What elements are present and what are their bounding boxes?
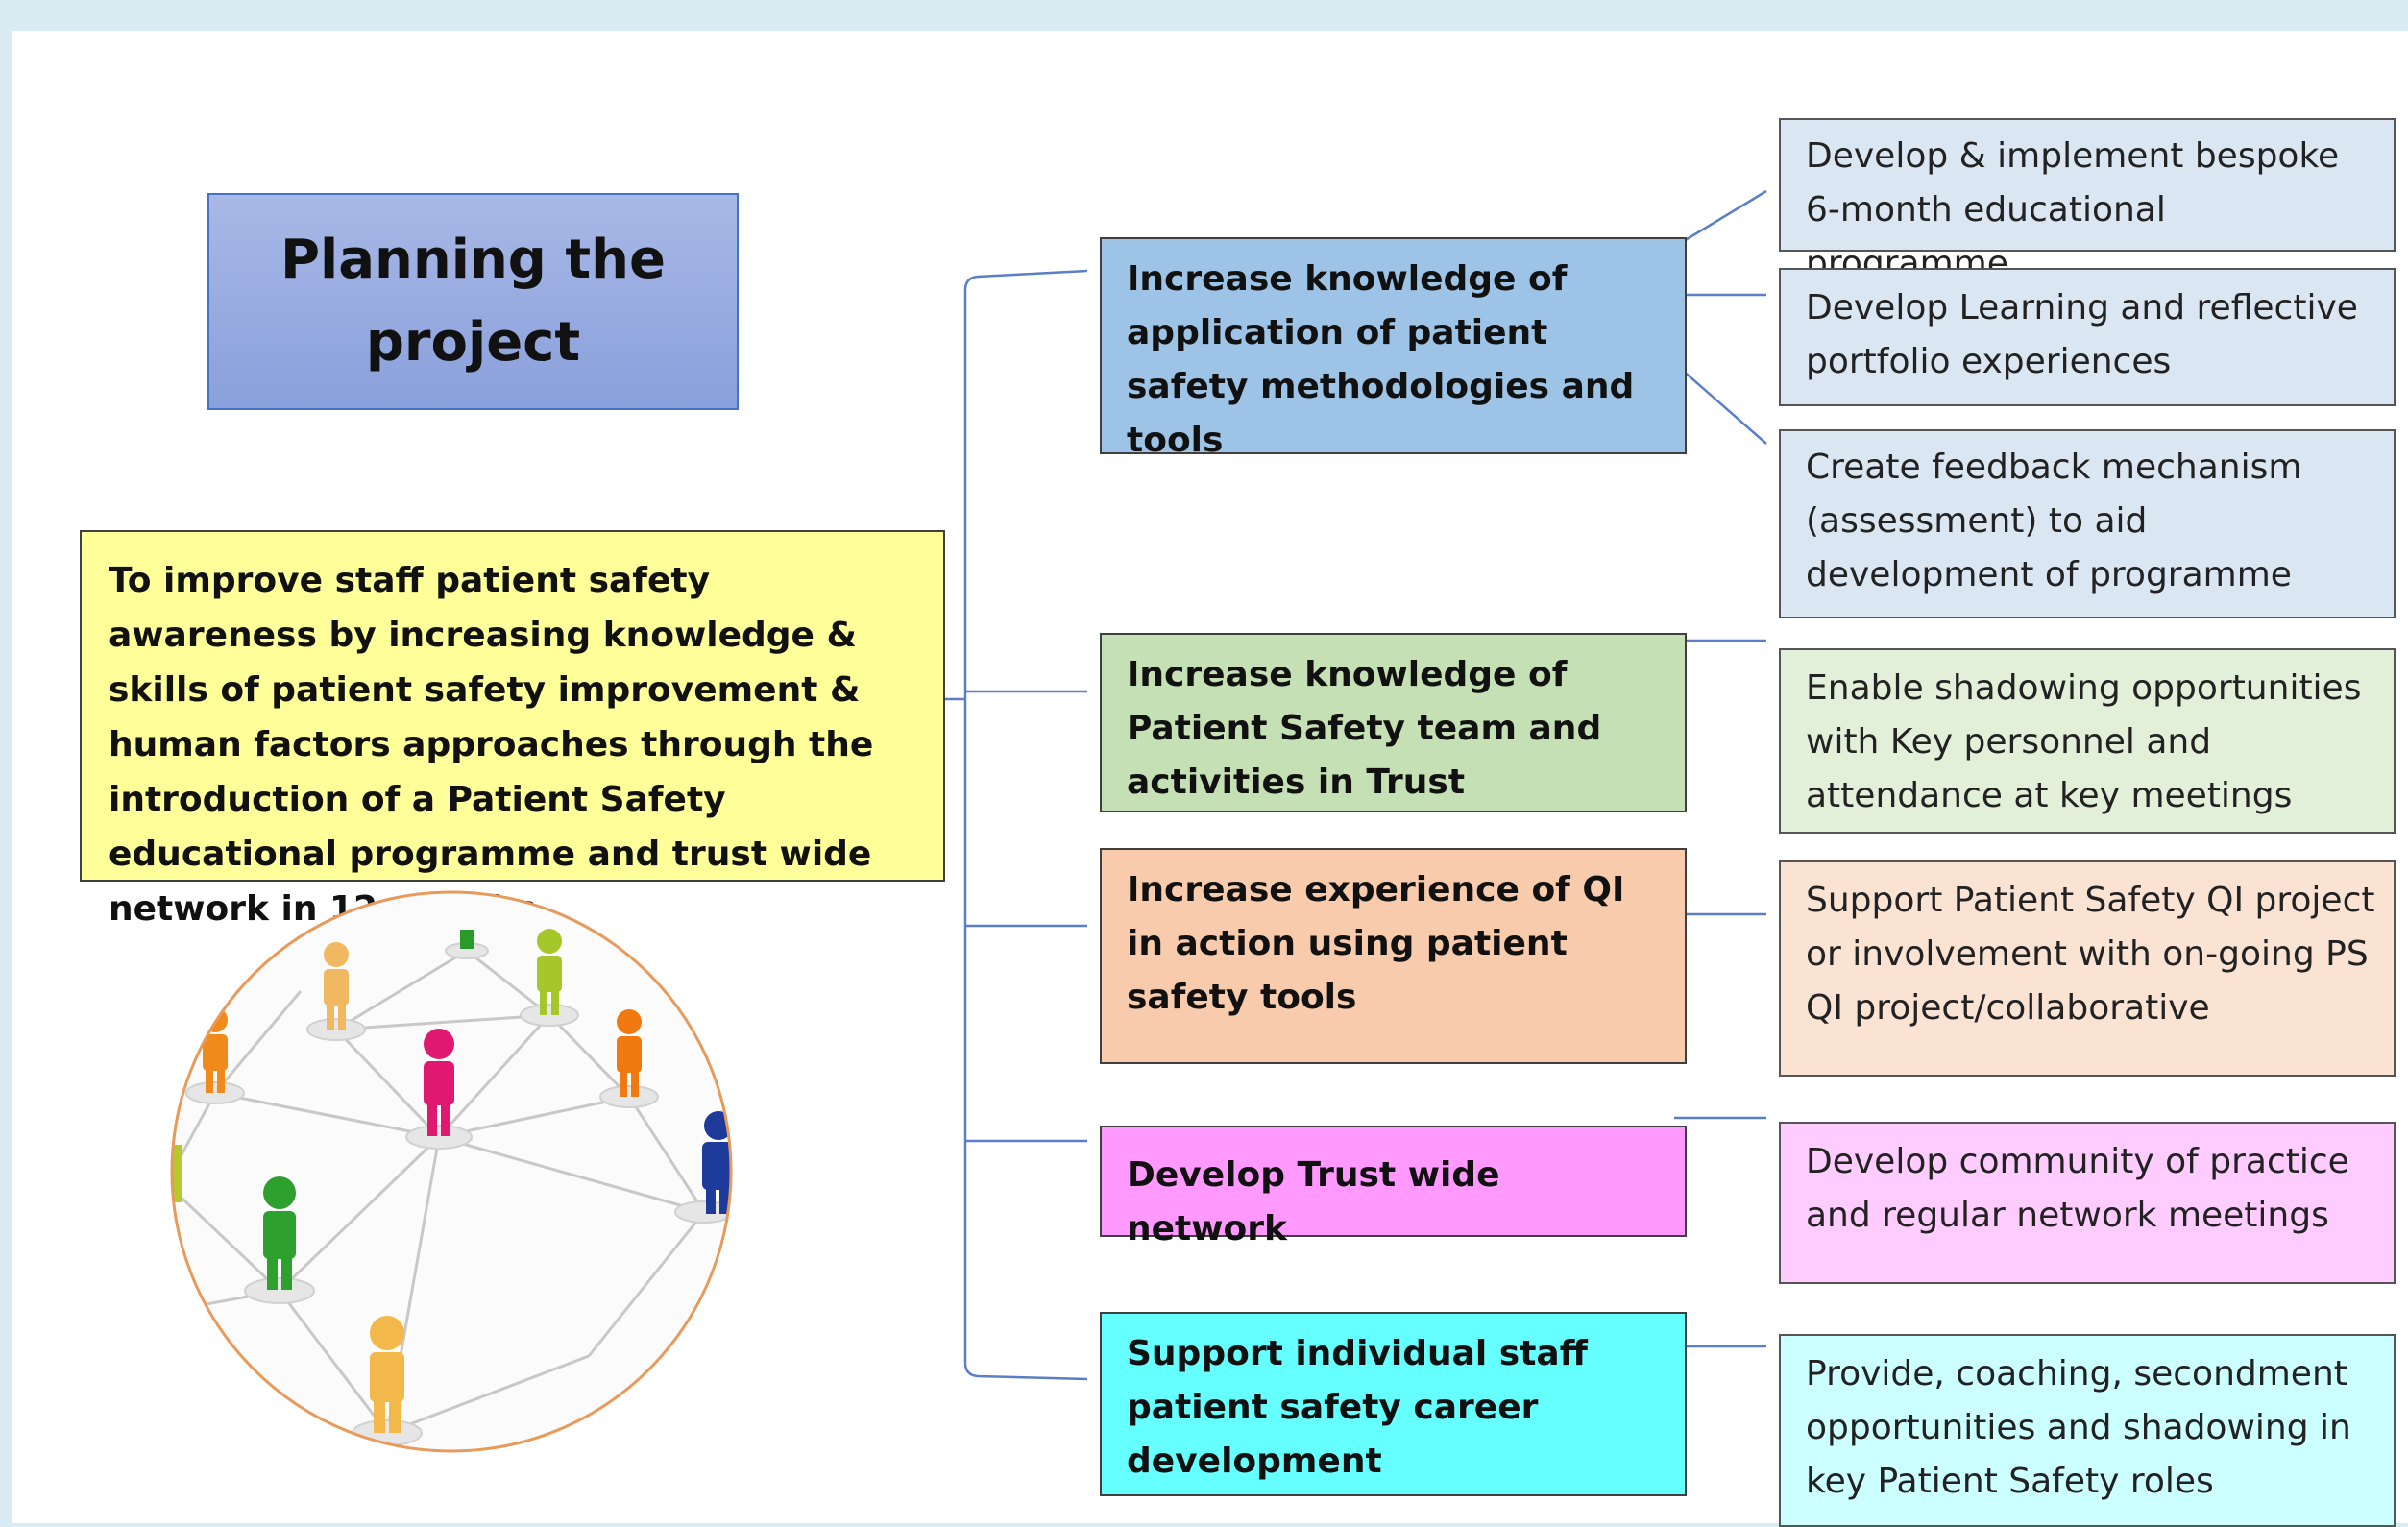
- diagram-title: Planning the project: [280, 229, 667, 374]
- objective-3-box: Increase experience of QI in action usin…: [1100, 848, 1687, 1064]
- action-1-box: Develop & implement bespoke 6-month educ…: [1779, 118, 2396, 283]
- action-5-text: Support Patient Safety QI project or inv…: [1806, 881, 2375, 1028]
- action-6-text: Develop community of practice and regula…: [1806, 1142, 2349, 1235]
- action-5-box: Support Patient Safety QI project or inv…: [1779, 860, 2396, 1077]
- action-2-text: Develop Learning and reflective portfoli…: [1806, 288, 2358, 381]
- objective-4-box: Develop Trust wide network: [1100, 1126, 1687, 1248]
- diagram-canvas: Planning the project To improve staff pa…: [12, 31, 2408, 1527]
- objective-3-text: Increase experience of QI in action usin…: [1127, 870, 1625, 1017]
- objective-2-text: Increase knowledge of Patient Safety tea…: [1127, 655, 1602, 802]
- action-7-box: Provide, coaching, secondment opportunit…: [1779, 1334, 2396, 1527]
- objective-1-box: Increase knowledge of application of pat…: [1100, 237, 1687, 460]
- title-box: Planning the project: [207, 193, 739, 410]
- people-network-icon: [170, 890, 733, 1453]
- action-6-box: Develop community of practice and regula…: [1779, 1122, 2396, 1284]
- objective-2-box: Increase knowledge of Patient Safety tea…: [1100, 633, 1687, 812]
- action-7-text: Provide, coaching, secondment opportunit…: [1806, 1354, 2351, 1501]
- action-4-text: Enable shadowing opportunities with Key …: [1806, 668, 2362, 815]
- objective-5-box: Support individual staff patient safety …: [1100, 1312, 1687, 1496]
- objective-5-text: Support individual staff patient safety …: [1127, 1334, 1588, 1481]
- objective-4-text: Develop Trust wide network: [1127, 1155, 1500, 1248]
- action-3-text: Create feedback mechanism (assessment) t…: [1806, 448, 2302, 594]
- connector-lines: [933, 189, 1767, 1381]
- action-3-box: Create feedback mechanism (assessment) t…: [1779, 429, 2396, 618]
- objective-1-text: Increase knowledge of application of pat…: [1127, 259, 1635, 460]
- action-4-box: Enable shadowing opportunities with Key …: [1779, 648, 2396, 834]
- action-2-box: Develop Learning and reflective portfoli…: [1779, 268, 2396, 406]
